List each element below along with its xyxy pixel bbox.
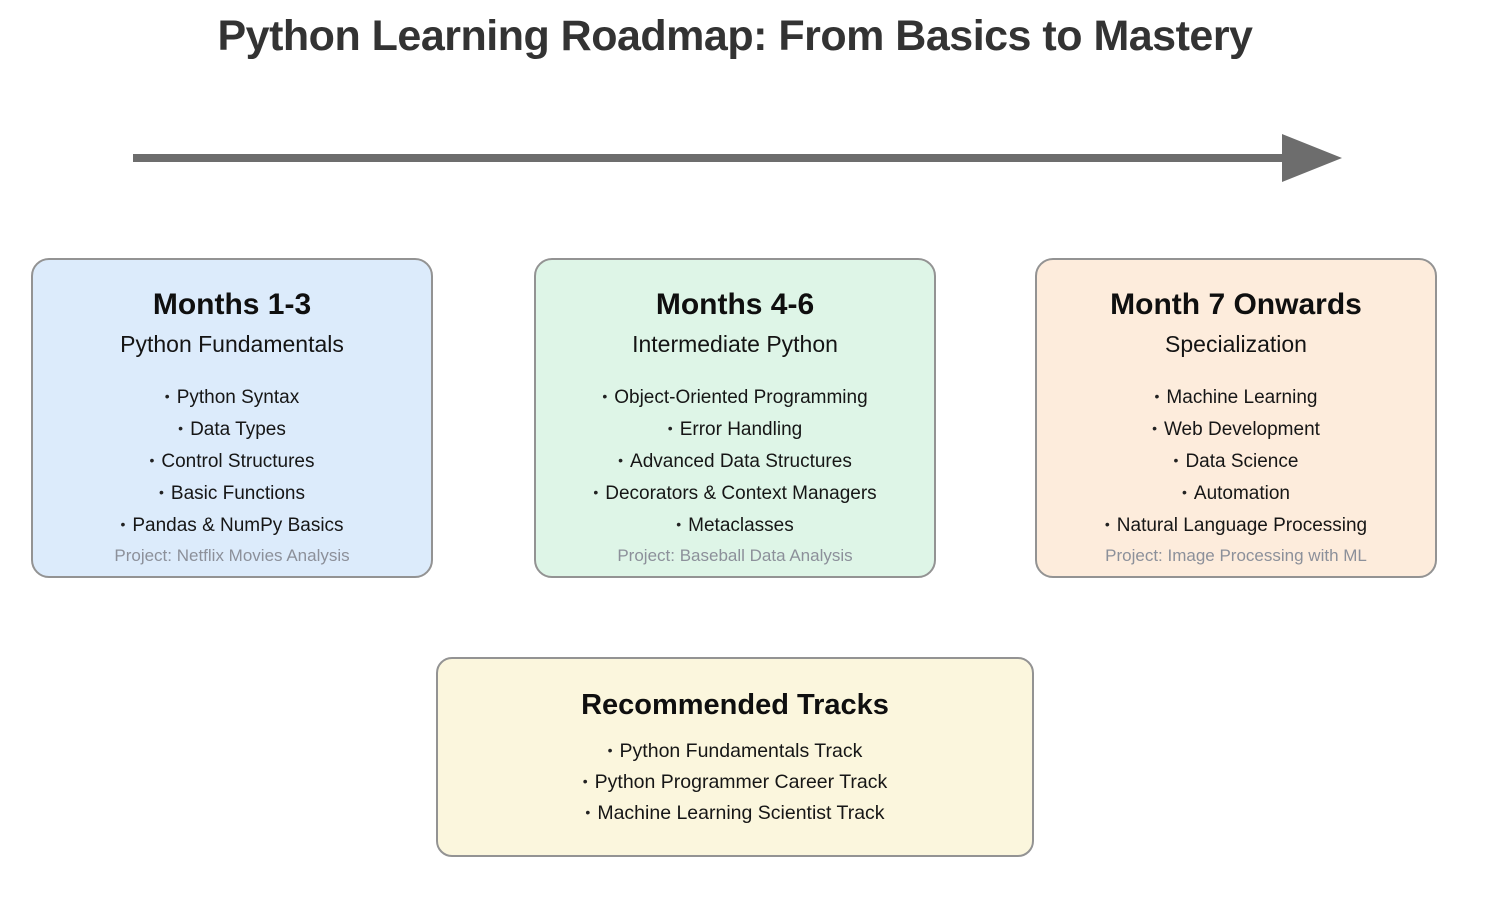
list-item: • Data Science xyxy=(1037,445,1435,477)
bullet-icon: • xyxy=(1154,388,1160,404)
card-project-note: Project: Baseball Data Analysis xyxy=(617,546,853,565)
card-topic-list: •Machine Learning •Web Development •Data… xyxy=(1037,381,1435,541)
card-title: Months 4-6 xyxy=(655,288,815,321)
list-item: • Natural Language Processing xyxy=(1037,509,1435,541)
card-subtitle: Specialization xyxy=(1165,331,1307,357)
list-item-label: Data Science xyxy=(1185,451,1299,472)
page-title: Python Learning Roadmap: From Basics to … xyxy=(217,12,1253,60)
list-item: • Object-Oriented Programming xyxy=(536,381,934,413)
list-item: • Machine Learning Scientist Track xyxy=(438,797,1032,828)
timeline-arrow-head-icon xyxy=(1282,134,1342,182)
list-item-label: Web Development xyxy=(1163,419,1320,440)
list-item-label: Object-Oriented Programming xyxy=(614,387,868,408)
tracks-list: •Python Fundamentals Track •Python Progr… xyxy=(438,735,1032,828)
card-project-note: Project: Image Processing with ML xyxy=(1105,546,1367,565)
card-topic-list: • Object-Oriented Programming • Error Hand… xyxy=(536,381,934,541)
card-months-1-3: Months 1-3 Python Fundamentals • Python S… xyxy=(31,258,433,578)
list-item-label: Control Structures xyxy=(161,451,315,472)
list-item: • Data Types xyxy=(33,413,431,445)
bullet-icon: • xyxy=(1104,516,1110,532)
list-item: • Python Syntax xyxy=(33,381,431,413)
bullet-icon: • xyxy=(667,420,673,436)
list-item-label: Python Programmer Career Track xyxy=(594,771,888,793)
card-title: Months 1-3 xyxy=(152,288,312,321)
card-topic-list: • Python Syntax • Data Types • Control Stru… xyxy=(33,381,431,541)
list-item-label: Automation xyxy=(1193,483,1291,504)
list-item-label: Pandas & NumPy Basics xyxy=(132,515,344,536)
card-month-7-onwards: Month 7 Onwards Specialization • Machine … xyxy=(1035,258,1437,578)
list-item: • Machine Learning xyxy=(1037,381,1435,413)
list-item-label: Data Types xyxy=(190,419,286,440)
list-item: • Advanced Data Structures xyxy=(536,445,934,477)
bullet-icon: • xyxy=(1173,452,1179,468)
list-item-label: Metaclasses xyxy=(688,515,794,536)
list-item-label: Python Syntax xyxy=(176,387,300,408)
timeline-arrow-line xyxy=(133,154,1285,162)
list-item: • Python Fundamentals Track xyxy=(438,735,1032,766)
bullet-icon: • xyxy=(164,388,170,404)
list-item: • Basic Functions xyxy=(33,477,431,509)
bullet-icon: • xyxy=(618,452,624,468)
card-subtitle: Python Fundamentals xyxy=(120,331,344,357)
list-item: • Python Programmer Career Track xyxy=(438,766,1032,797)
list-item: • Decorators & Context Managers xyxy=(536,477,934,509)
list-item: • Control Structures xyxy=(33,445,431,477)
list-item-label: Python Fundamentals Track xyxy=(619,740,863,762)
list-item: • Error Handling xyxy=(536,413,934,445)
bullet-icon: • xyxy=(582,773,588,789)
bullet-icon: • xyxy=(1181,484,1187,500)
bullet-icon: • xyxy=(178,420,184,436)
bullet-icon: • xyxy=(602,388,608,404)
bullet-icon: • xyxy=(593,484,599,500)
card-months-4-6: Months 4-6 Intermediate Python • Object-O… xyxy=(534,258,936,578)
tracks-title: Recommended Tracks xyxy=(581,689,889,721)
list-item-label: Advanced Data Structures xyxy=(630,451,852,472)
bullet-icon: • xyxy=(149,452,155,468)
bullet-icon: • xyxy=(585,804,591,820)
bullet-icon: • xyxy=(1152,420,1157,436)
list-item: • Automation xyxy=(1037,477,1435,509)
card-subtitle: Intermediate Python xyxy=(632,331,838,357)
card-project-note: Project: Netflix Movies Analysis xyxy=(114,546,350,565)
card-title: Month 7 Onwards xyxy=(1110,288,1362,321)
list-item: • Pandas & NumPy Basics xyxy=(33,509,431,541)
list-item-label: Basic Functions xyxy=(170,483,306,504)
list-item: • Web Development xyxy=(1037,413,1435,445)
bullet-icon: • xyxy=(676,516,682,532)
list-item-label: Machine Learning Scientist Track xyxy=(597,802,885,824)
bullet-icon: • xyxy=(607,742,613,758)
list-item-label: Error Handling xyxy=(679,419,803,440)
card-recommended-tracks: Recommended Tracks • Python Fundamentals … xyxy=(436,657,1034,857)
list-item-label: Decorators & Context Managers xyxy=(605,483,877,504)
list-item: • Metaclasses xyxy=(536,509,934,541)
bullet-icon: • xyxy=(120,516,126,532)
bullet-icon: • xyxy=(158,484,164,500)
list-item-label: Natural Language Processing xyxy=(1116,515,1368,536)
list-item-label: Machine Learning xyxy=(1166,387,1318,408)
